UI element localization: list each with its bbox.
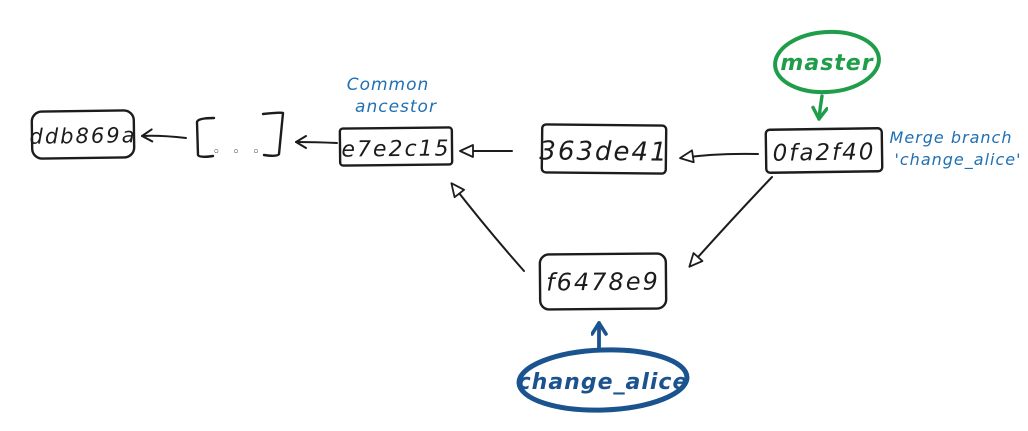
branch-badge-change-alice: change_alice	[516, 321, 690, 413]
commit-hash-label: 0fa2f40	[772, 139, 875, 166]
commit-box	[338, 126, 454, 167]
branch-ellipse	[773, 29, 881, 95]
edge-0fa2f40-to-f6478e9	[688, 176, 773, 268]
commit-node-ddb869a: ddb869a	[29, 109, 137, 160]
commit-box	[538, 252, 668, 311]
annotation-line: 'change_alice'	[894, 150, 1021, 170]
annotation-common-ancestor: Common ancestor	[347, 75, 437, 117]
edge-e7e2c15-to-ellipsis	[295, 135, 338, 150]
commit-node-e7e2c15: e7e2c15	[338, 126, 454, 167]
branch-badge-master: master	[773, 29, 881, 121]
ellipsis-bracket-right-icon	[261, 111, 285, 157]
ellipsis-dots: ◦ ◦ ◦	[212, 145, 263, 160]
branch-ellipse	[516, 347, 690, 413]
commit-box	[764, 127, 884, 174]
annotation-line: Merge branch	[890, 128, 1013, 147]
commit-hash-label: f6478e9	[546, 268, 660, 297]
master-pointer-arrow	[819, 94, 822, 121]
commit-box	[30, 109, 136, 160]
edge-f6478e9-to-e7e2c15	[450, 182, 525, 272]
annotation-line: ancestor	[355, 97, 437, 117]
commit-node-363de41: 363de41	[539, 123, 669, 175]
annotation-line: Common	[347, 75, 430, 95]
edge-ellipsis-to-ddb869a	[141, 128, 187, 143]
branch-label-change-alice: change_alice	[518, 370, 689, 395]
commit-node-0fa2f40: 0fa2f40	[764, 127, 884, 174]
commit-hash-label: 363de41	[539, 136, 669, 167]
annotation-merge-branch: Merge branch 'change_alice'	[890, 128, 1021, 170]
commit-node-ellipsis: ◦ ◦ ◦	[195, 111, 285, 160]
edge-0fa2f40-to-363de41	[679, 149, 759, 164]
commit-box	[540, 123, 668, 175]
ellipsis-bracket-left-icon	[195, 116, 216, 158]
commit-node-f6478e9: f6478e9	[538, 252, 668, 311]
commit-hash-label: ddb869a	[29, 123, 136, 148]
commit-hash-label: e7e2c15	[341, 136, 450, 162]
branch-label-master: master	[780, 51, 873, 76]
